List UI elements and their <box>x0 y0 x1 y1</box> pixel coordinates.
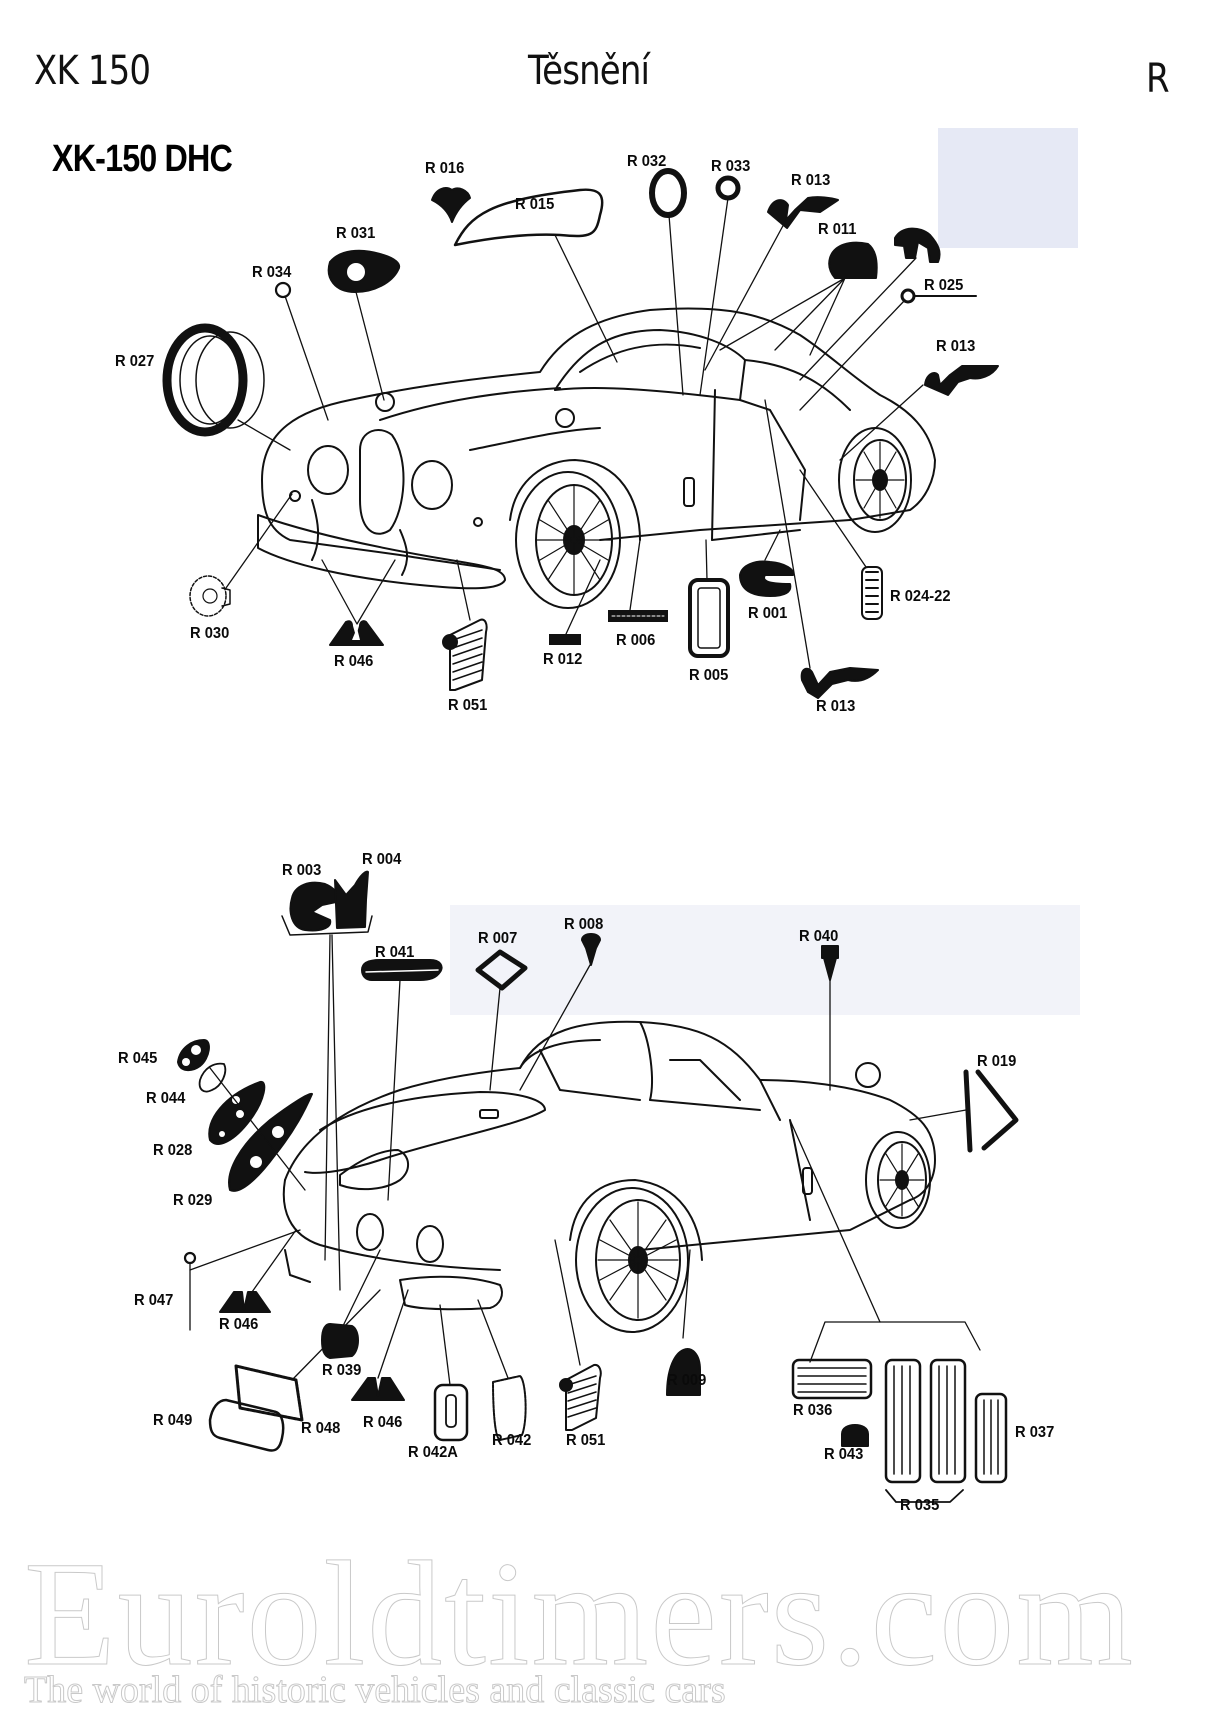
part-label: R 037 <box>1015 1424 1055 1441</box>
part-label: R 048 <box>301 1420 341 1437</box>
part-label: R 041 <box>375 944 415 961</box>
part-label: R 033 <box>711 158 751 175</box>
part-label: R 024-22 <box>890 588 951 605</box>
page-title: Těsnění <box>528 48 650 94</box>
part-label: R 015 <box>515 196 555 213</box>
part-label: R 007 <box>478 930 518 947</box>
background-panel <box>450 905 1080 1015</box>
part-label: R 047 <box>134 1292 174 1309</box>
part-label: R 013 <box>936 338 976 355</box>
part-label: R 013 <box>816 698 856 715</box>
part-label: R 016 <box>425 160 465 177</box>
part-label: R 025 <box>924 277 964 294</box>
part-label: R 036 <box>793 1402 833 1419</box>
part-label: R 045 <box>118 1050 158 1067</box>
part-label: R 006 <box>616 632 656 649</box>
diagram-title: XK-150 DHC <box>52 138 233 180</box>
part-label: R 039 <box>322 1362 362 1379</box>
part-label: R 042 <box>492 1432 532 1449</box>
part-label: R 029 <box>173 1192 213 1209</box>
part-label: R 003 <box>282 862 322 879</box>
car-illustration-fhc <box>282 1020 936 1333</box>
part-label: R 032 <box>627 153 667 170</box>
car-illustration-dhc <box>257 307 936 609</box>
part-label: R 031 <box>336 225 376 242</box>
watermark-logo: Euroldtimers.com <box>24 1531 1135 1698</box>
watermark-tagline: The world of historic vehicles and class… <box>24 1669 727 1712</box>
part-label: R 012 <box>543 651 583 668</box>
part-label: R 001 <box>748 605 788 622</box>
part-label: R 009 <box>667 1372 707 1389</box>
part-label: R 030 <box>190 625 230 642</box>
background-panel <box>938 128 1078 248</box>
part-label: R 011 <box>818 221 857 238</box>
part-label: R 013 <box>791 172 831 189</box>
part-label: R 046 <box>334 653 374 670</box>
part-label: R 051 <box>448 697 488 714</box>
leader-lines-bottom <box>189 934 981 1386</box>
part-label: R 035 <box>900 1497 940 1514</box>
part-shapes-bottom <box>177 870 1019 1503</box>
part-label: R 027 <box>115 353 155 370</box>
leader-lines-top <box>225 197 924 669</box>
part-label: R 004 <box>362 851 402 868</box>
part-label: R 046 <box>219 1316 259 1333</box>
part-label: R 008 <box>564 916 604 933</box>
part-label: R 043 <box>824 1446 864 1463</box>
part-label: R 005 <box>689 667 729 684</box>
part-label: R 046 <box>363 1414 403 1431</box>
part-label: R 044 <box>146 1090 186 1107</box>
part-label: R 028 <box>153 1142 193 1159</box>
part-label: R 051 <box>566 1432 606 1449</box>
part-label: R 040 <box>799 928 839 945</box>
model-name: XK 150 <box>34 48 151 94</box>
part-label: R 019 <box>977 1053 1017 1070</box>
part-shapes-top <box>162 168 999 699</box>
part-label: R 049 <box>153 1412 193 1429</box>
part-label: R 034 <box>252 264 292 281</box>
section-letter: R <box>1146 56 1170 102</box>
part-label: R 042A <box>408 1444 458 1461</box>
